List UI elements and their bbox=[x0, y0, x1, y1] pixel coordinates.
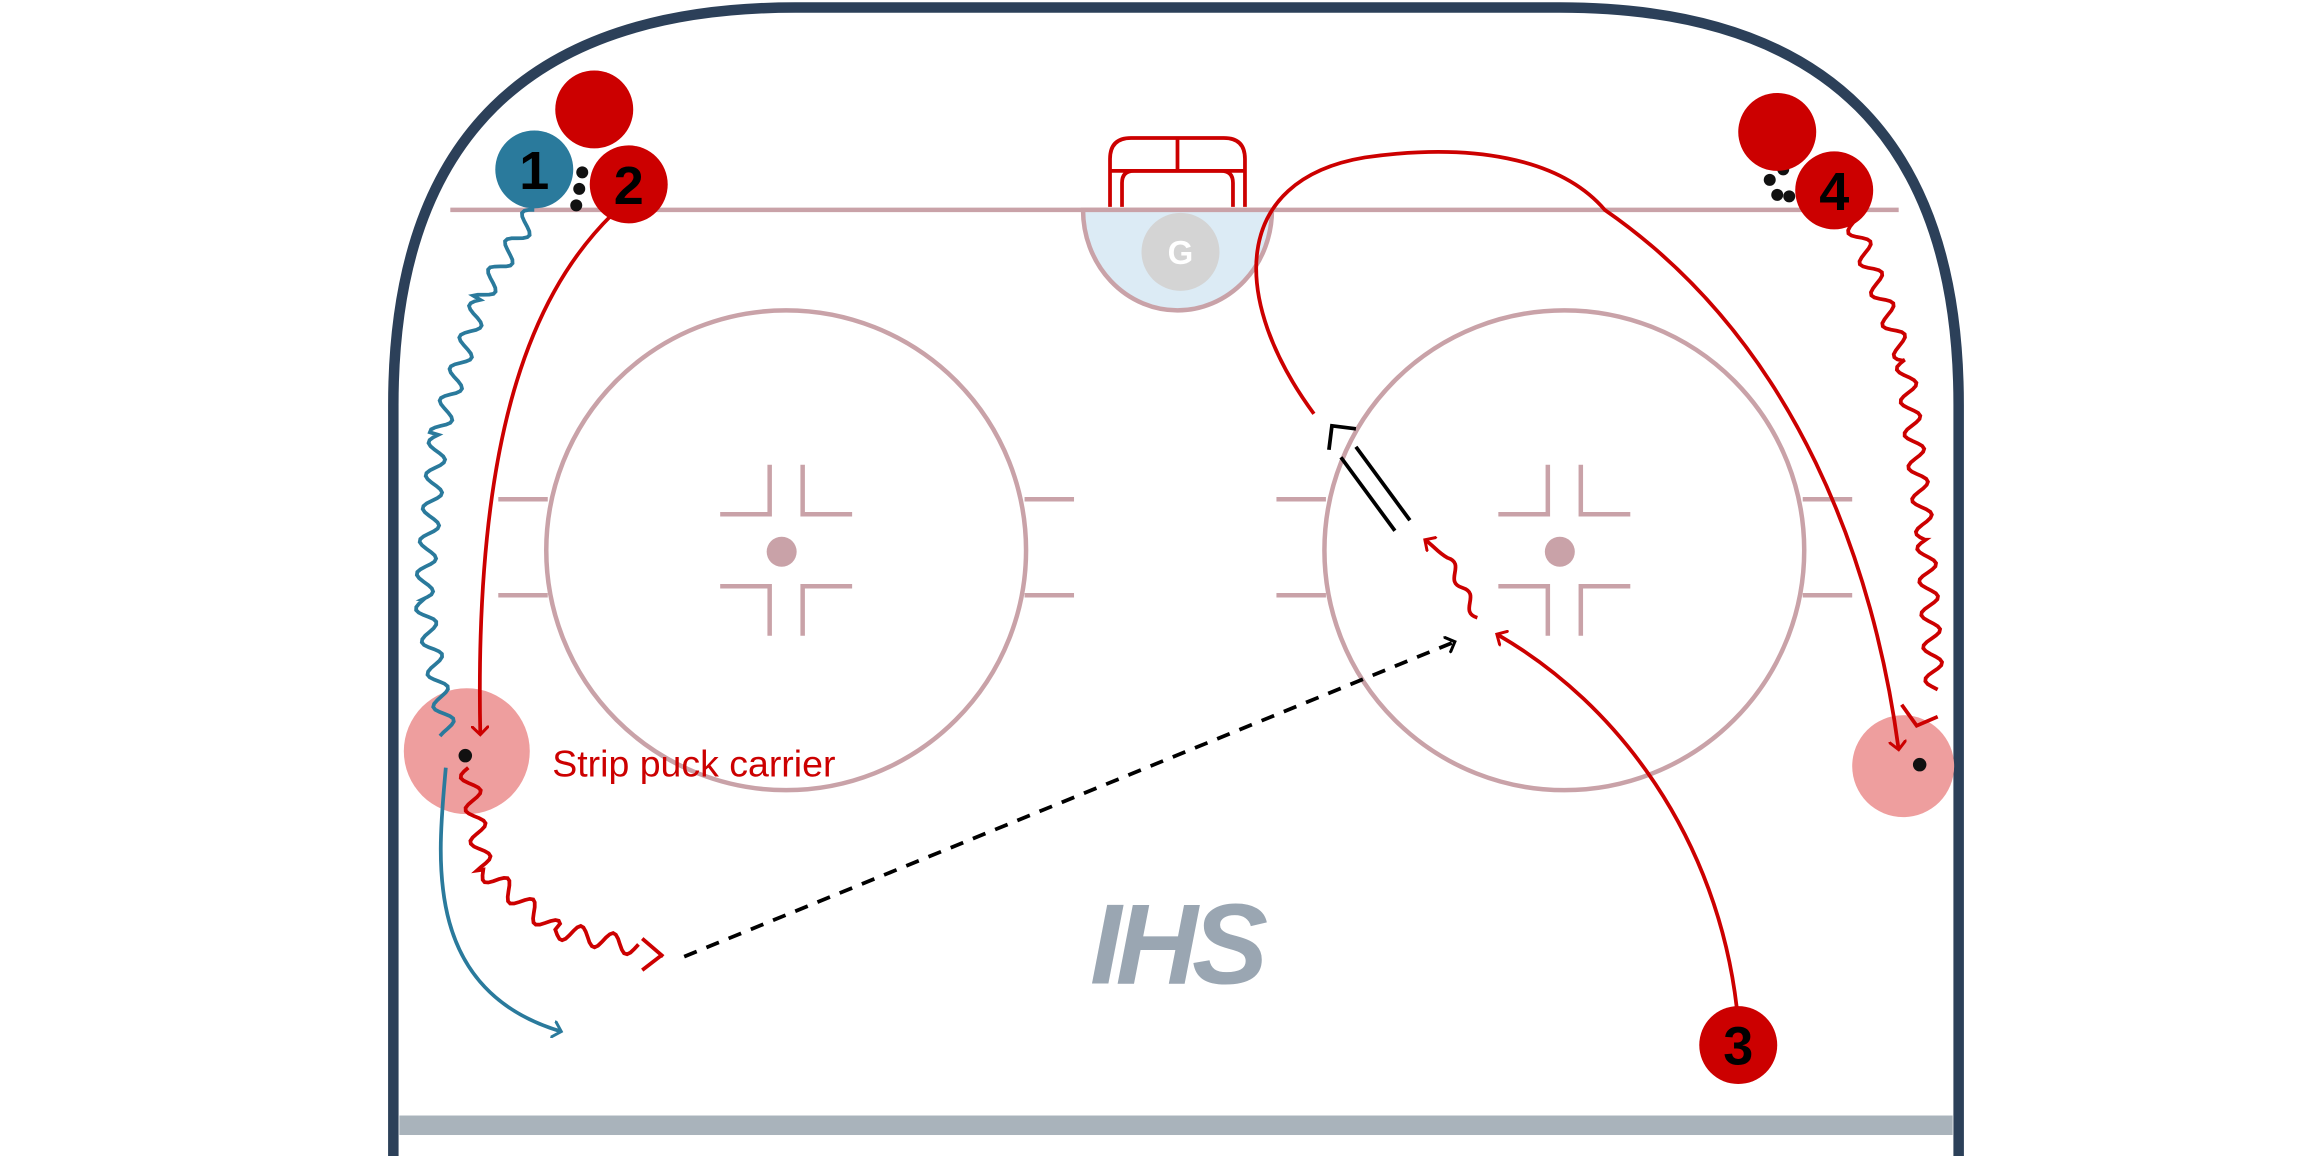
goalie bbox=[1141, 212, 1220, 291]
player-1-label: 1 bbox=[519, 141, 549, 201]
extra-player-left bbox=[555, 70, 634, 149]
stop-mark-bottom bbox=[641, 937, 665, 959]
player-1-skate-path bbox=[438, 767, 561, 1032]
contact-zone-right bbox=[1852, 715, 1955, 818]
shot-line-a bbox=[1339, 456, 1397, 532]
player-3-puck-carry-path bbox=[1425, 540, 1479, 620]
player-2-skate-path bbox=[480, 213, 614, 734]
shot-arrowhead bbox=[1327, 423, 1357, 451]
left-faceoff-circle bbox=[498, 308, 1075, 793]
player-4-label: 4 bbox=[1819, 162, 1849, 222]
player-3-skate-path bbox=[1497, 634, 1739, 1008]
right-faceoff-circle bbox=[1276, 308, 1853, 793]
goalie-label: G bbox=[1168, 234, 1194, 271]
player-2: 2 bbox=[589, 145, 668, 224]
puck-contact-right bbox=[1912, 757, 1927, 772]
player-2-label: 2 bbox=[614, 156, 644, 216]
player-4: 4 bbox=[1795, 151, 1874, 230]
right-faceoff-dot bbox=[1544, 536, 1575, 567]
player-4-skate-path bbox=[1254, 150, 1898, 750]
left-faceoff-dot bbox=[766, 536, 797, 567]
puck-contact-left bbox=[458, 748, 473, 763]
player-1-puck-carry-path bbox=[414, 208, 535, 738]
player-3-label: 3 bbox=[1723, 1017, 1753, 1077]
puck-group-left bbox=[570, 166, 589, 212]
player-1: 1 bbox=[495, 130, 574, 209]
shot-line-b bbox=[1354, 445, 1412, 522]
player-3: 3 bbox=[1699, 1006, 1778, 1085]
stop-mark-bottom-bar bbox=[641, 953, 663, 972]
pass-path bbox=[683, 642, 1455, 959]
strip-puck-carrier-label: Strip puck carrier bbox=[552, 743, 835, 785]
stop-mark-right bbox=[1900, 703, 1939, 729]
ihs-logo: IHS bbox=[1090, 882, 1267, 1009]
rink-boards bbox=[388, 2, 1964, 1156]
extra-player-right bbox=[1738, 92, 1817, 171]
goal-net bbox=[1108, 136, 1247, 207]
blue-line bbox=[399, 1115, 1953, 1136]
player-2-puck-carry-path bbox=[458, 766, 640, 957]
player-4-puck-carry-path bbox=[1846, 220, 1945, 692]
